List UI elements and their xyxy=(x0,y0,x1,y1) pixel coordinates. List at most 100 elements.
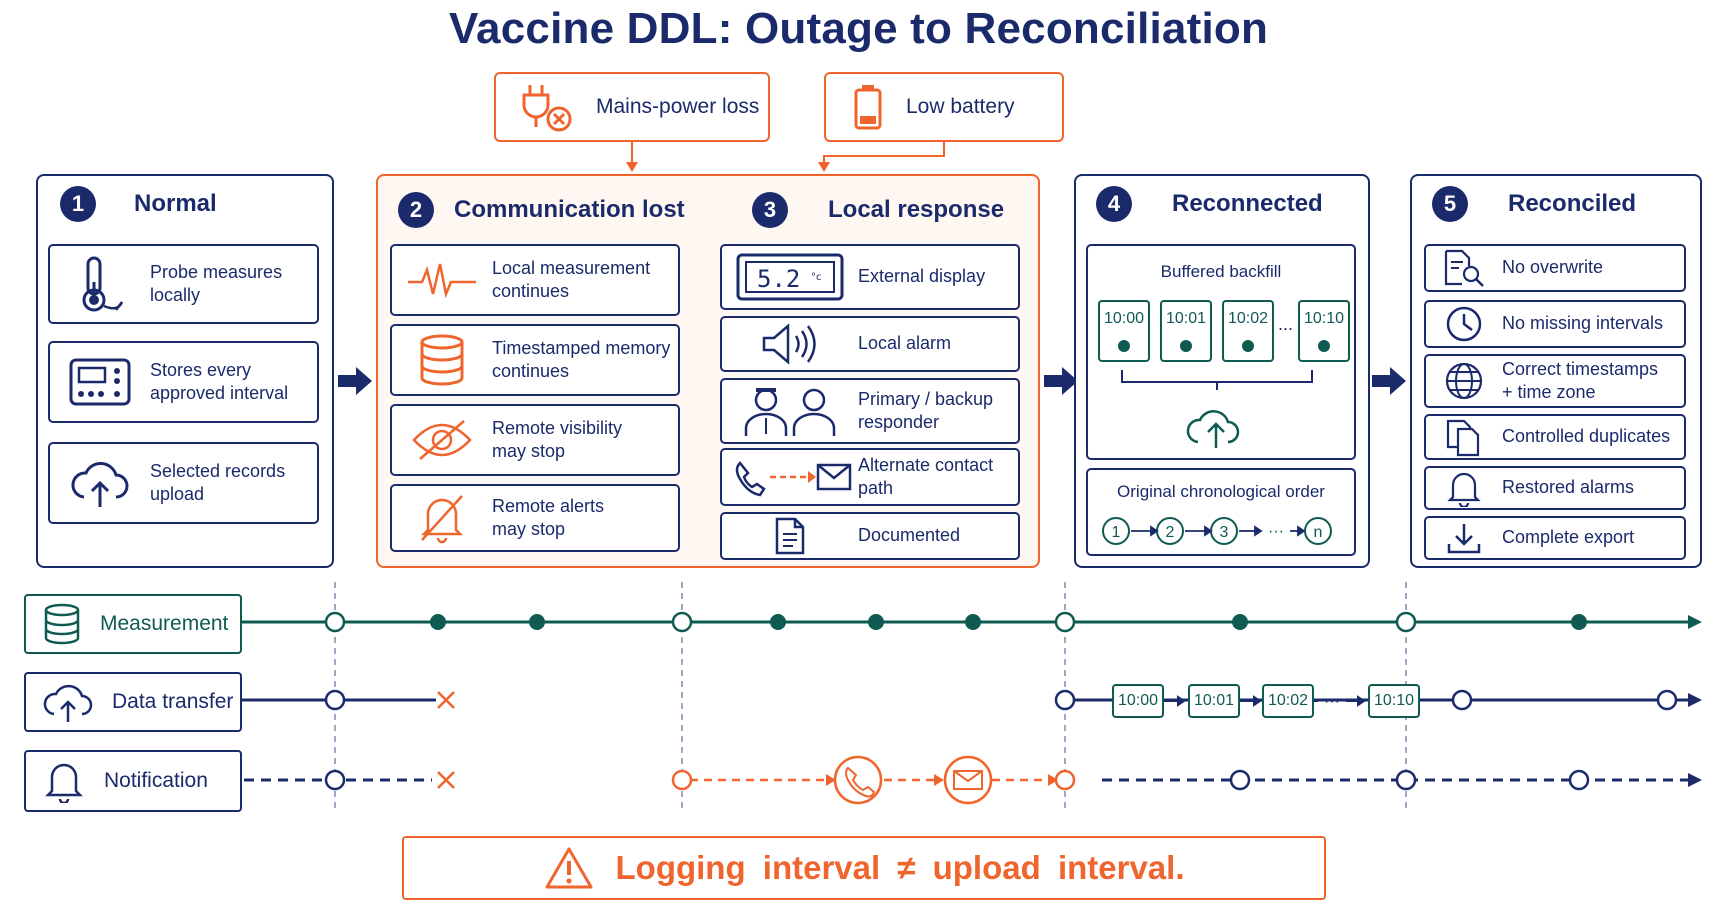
transfer-dots: ··· xyxy=(1324,693,1340,710)
order-sequence: 1 2 3 n ··· xyxy=(1102,517,1332,545)
plug-disconnect-icon xyxy=(522,85,572,132)
stage-title: Reconciled xyxy=(1508,190,1637,217)
stage-title: Reconnected xyxy=(1172,190,1323,217)
backfill-slot-dot xyxy=(1242,340,1254,352)
stage-number: 3 xyxy=(752,192,788,228)
data-transfer-lane xyxy=(242,689,1702,711)
thermometer-probe-icon xyxy=(82,256,124,312)
data-logger-icon xyxy=(69,358,131,406)
display-unit: °c xyxy=(811,272,822,283)
database-icon xyxy=(420,334,464,386)
cloud-upload-icon xyxy=(71,462,129,507)
order-title: Original chronological order xyxy=(1117,482,1325,501)
lane-measurement: Measurement xyxy=(24,594,242,654)
lane-label-text: Measurement xyxy=(100,612,229,635)
card-text: No missing intervals xyxy=(1502,313,1664,334)
document-icon xyxy=(775,517,805,555)
stage-number: 1 xyxy=(60,186,96,222)
waveform-icon xyxy=(408,263,476,299)
backfill-slot-dot xyxy=(1180,340,1192,352)
stage-title: Normal xyxy=(134,190,217,217)
card-text: Probe measures locally xyxy=(150,261,283,305)
card-text: No overwrite xyxy=(1502,257,1604,278)
transfer-chip-arrows: ··· xyxy=(1164,693,1366,710)
order-step: 2 xyxy=(1166,524,1175,541)
cloud-upload-icon xyxy=(1186,410,1240,448)
card-text: External display xyxy=(858,266,986,287)
stage-number: 5 xyxy=(1432,186,1468,222)
responders-icon xyxy=(744,388,836,436)
card-text: Complete export xyxy=(1502,527,1635,548)
card-stores-interval: Stores every approved interval xyxy=(48,341,319,423)
document-search-icon xyxy=(1444,249,1484,287)
card-restored-alarms: Restored alarms xyxy=(1424,466,1686,510)
card-probe-measures: Probe measures locally xyxy=(48,244,319,324)
card-text: Alternate contact path xyxy=(858,454,994,498)
trigger-label: Low battery xyxy=(906,95,1015,118)
card-text: Restored alarms xyxy=(1502,477,1635,498)
transfer-chip: 10:10 xyxy=(1368,684,1420,718)
backfill-slot: 10:00 xyxy=(1098,300,1150,362)
lcd-display-icon: 5.2 °c xyxy=(736,253,844,301)
card-no-missing-intervals: No missing intervals xyxy=(1424,300,1686,348)
card-timestamped-memory: Timestamped memory continues xyxy=(390,324,680,396)
card-text: Primary / backup responder xyxy=(858,388,994,432)
duplicate-docs-icon xyxy=(1446,419,1480,457)
stage-title: Local response xyxy=(828,196,1005,223)
card-text: Correct timestamps + time zone xyxy=(1502,358,1659,402)
card-no-overwrite: No overwrite xyxy=(1424,244,1686,292)
lane-label-text: Data transfer xyxy=(112,690,234,713)
card-text: Stores every approved interval xyxy=(150,359,289,403)
card-text: Local measurement continues xyxy=(492,257,651,301)
display-reading: 5.2 xyxy=(757,265,800,293)
transfer-chip: 10:00 xyxy=(1112,684,1164,718)
card-remote-visibility: Remote visibility may stop xyxy=(390,404,680,476)
email-icon xyxy=(943,755,993,805)
card-text: Local alarm xyxy=(858,333,952,354)
footer-callout: Logging interval ≠ upload interval. xyxy=(402,836,1326,900)
order-step: n xyxy=(1314,524,1323,541)
card-external-display: 5.2 °c External display xyxy=(720,244,1020,310)
card-selected-upload: Selected records upload xyxy=(48,442,319,524)
backfill-slot: 10:01 xyxy=(1160,300,1212,362)
card-complete-export: Complete export xyxy=(1424,516,1686,560)
cloud-upload-icon xyxy=(43,684,93,722)
backfill-slot-dot xyxy=(1318,340,1330,352)
stage-title: Communication lost xyxy=(454,196,685,223)
card-text: Timestamped memory continues xyxy=(492,337,671,381)
eye-off-icon xyxy=(412,420,472,460)
trigger-low-battery: Low battery xyxy=(824,72,1064,142)
backfill-slot: 10:10 xyxy=(1298,300,1350,362)
speaker-icon xyxy=(762,323,816,365)
measurement-lane xyxy=(242,611,1702,633)
card-documented: Documented xyxy=(720,512,1020,560)
trigger-label: Mains-power loss xyxy=(596,95,760,118)
bell-icon xyxy=(44,763,84,803)
backfill-merge xyxy=(1121,370,1313,448)
low-battery-icon xyxy=(854,85,882,130)
order-dots: ··· xyxy=(1268,523,1284,540)
card-text: Selected records upload xyxy=(150,460,286,504)
lane-notification: Notification xyxy=(24,750,242,812)
card-local-alarm: Local alarm xyxy=(720,316,1020,372)
backfill-ellipsis: ... xyxy=(1278,314,1294,334)
order-step: 3 xyxy=(1220,524,1229,541)
order-step: 1 xyxy=(1112,524,1121,541)
phone-icon xyxy=(833,755,883,805)
card-controlled-duplicates: Controlled duplicates xyxy=(1424,414,1686,460)
card-responders: Primary / backup responder xyxy=(720,378,1020,444)
card-text: Remote alerts may stop xyxy=(492,495,605,539)
backfill-slot-time: 10:02 xyxy=(1227,310,1269,327)
transfer-chip: 10:02 xyxy=(1262,684,1314,718)
bell-off-icon xyxy=(420,495,464,544)
card-alternate-contact: Alternate contact path xyxy=(720,448,1020,506)
backfill-slot-time: 10:01 xyxy=(1165,310,1207,327)
backfill-title: Buffered backfill xyxy=(1160,262,1282,281)
globe-icon xyxy=(1445,362,1483,400)
stage-number: 4 xyxy=(1096,186,1132,222)
card-remote-alerts: Remote alerts may stop xyxy=(390,484,680,552)
bell-icon xyxy=(1447,472,1481,507)
card-text: Documented xyxy=(858,525,961,546)
lane-data-transfer: Data transfer xyxy=(24,672,242,732)
